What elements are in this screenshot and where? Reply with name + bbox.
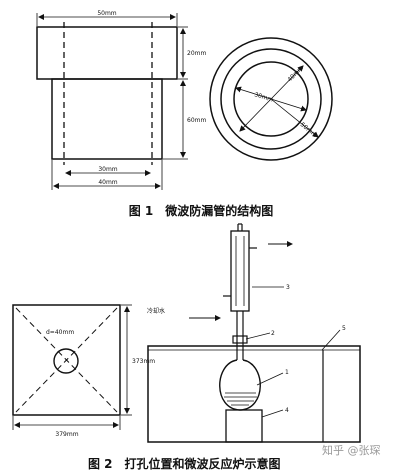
flask-liquid [224,392,257,406]
figure2-caption: 图 2 打孔位置和微波反应炉示意图 [88,456,281,471]
leak-tube-front-view [36,13,188,190]
oven-height-label: 373mm [132,358,155,365]
part-label-3: 3 [286,284,290,291]
oven-width-label: 379mm [55,431,78,438]
oven-top-view [12,304,132,430]
dim-inner-diameter: 30mm [253,91,274,103]
hole-diameter-label: d=40mm [46,329,74,336]
figure1-caption: 图 1 微波防漏管的结构图 [129,203,274,218]
part-label-2: 2 [271,330,275,337]
leak-tube-top-view [209,37,333,161]
dim-top-width: 50mm [97,10,116,17]
part-label-1: 1 [285,369,289,376]
dim-bottom-height: 60mm [187,117,206,124]
cooling-water-label: 冷却水 [147,307,165,315]
microwave-reactor [147,223,361,443]
watermark: 知乎 @张琛 [322,443,381,457]
part-label-5: 5 [342,325,346,332]
dim-inner-width: 30mm [98,166,117,173]
dim-outer-width: 40mm [98,179,117,186]
part-label-4: 4 [285,407,289,414]
dim-top-height: 20mm [187,50,206,57]
